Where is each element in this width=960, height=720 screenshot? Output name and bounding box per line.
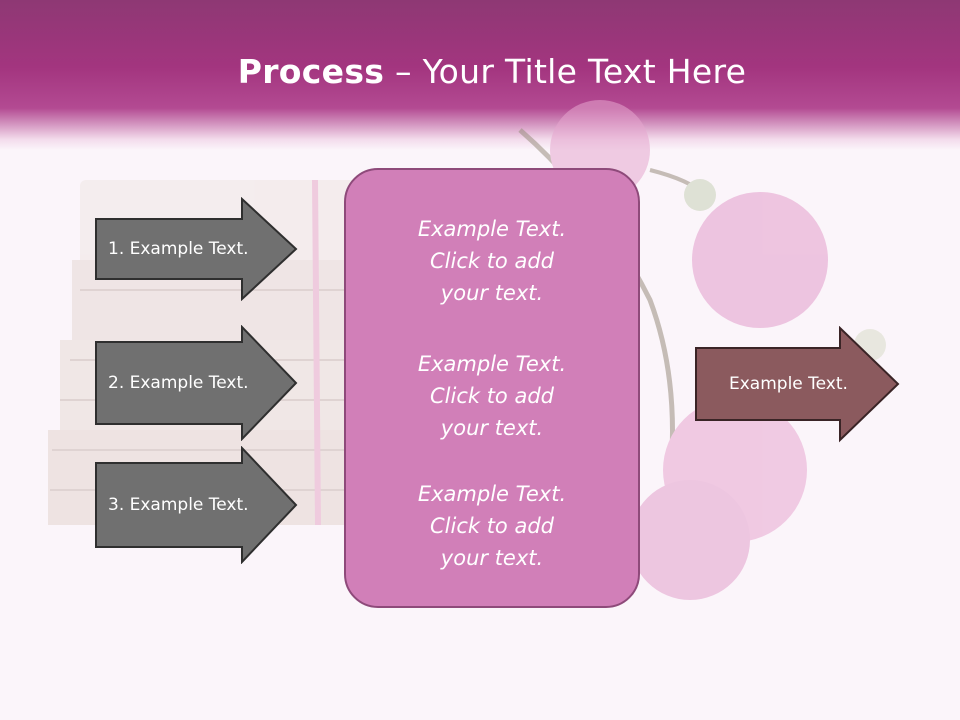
result-arrow[interactable] bbox=[694, 326, 902, 444]
flower bbox=[630, 480, 750, 600]
step-arrow-1[interactable] bbox=[94, 197, 300, 301]
step-arrow-3[interactable] bbox=[94, 446, 300, 564]
page-title: Process – Your Title Text Here bbox=[0, 52, 960, 91]
title-bar bbox=[0, 0, 960, 150]
step-label-2: 2. Example Text. bbox=[108, 373, 249, 393]
step-arrow-2[interactable] bbox=[94, 325, 300, 441]
title-bold: Process bbox=[237, 52, 385, 91]
flower-bud bbox=[684, 179, 716, 211]
step-label-1: 1. Example Text. bbox=[108, 239, 249, 259]
center-text-2[interactable]: Example Text. Click to add your text. bbox=[417, 352, 567, 440]
title-rest: – Your Title Text Here bbox=[384, 52, 747, 91]
result-label: Example Text. bbox=[729, 374, 848, 394]
flower bbox=[692, 192, 828, 328]
center-content-box[interactable] bbox=[344, 168, 640, 608]
step-label-3: 3. Example Text. bbox=[108, 495, 249, 515]
center-text-3[interactable]: Example Text. Click to add your text. bbox=[417, 482, 567, 570]
center-text-1[interactable]: Example Text. Click to add your text. bbox=[417, 217, 567, 305]
